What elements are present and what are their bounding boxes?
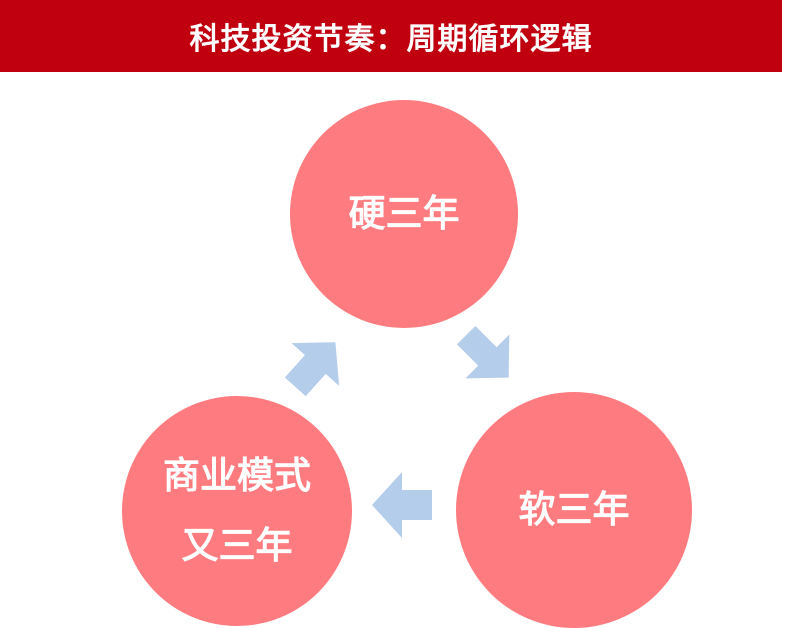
cycle-node-hardware-label: 硬三年 (348, 191, 460, 235)
cycle-node-business-model-label-line2: 又三年 (181, 524, 293, 567)
cycle-node-business-model: 商业模式 又三年 (122, 396, 352, 626)
arrow-hardware-to-software-icon (457, 326, 510, 379)
arrow-business-to-hardware-icon (284, 342, 340, 397)
diagram-title: 科技投资节奏：周期循环逻辑 (189, 22, 593, 57)
cycle-node-business-model-label-line1: 商业模式 (163, 453, 311, 497)
title-bar: 科技投资节奏：周期循环逻辑 (0, 0, 782, 72)
cycle-node-software: 软三年 (456, 392, 692, 628)
arrow-software-to-business-icon (372, 472, 432, 538)
cycle-node-software-label: 软三年 (518, 487, 630, 531)
cycle-node-hardware: 硬三年 (290, 100, 518, 328)
